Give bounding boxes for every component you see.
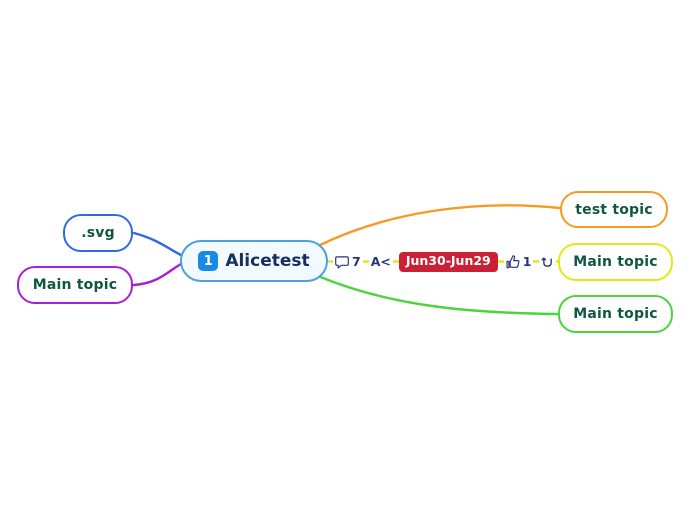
u-turn-icon <box>542 256 553 267</box>
branch-main-topic-left <box>132 262 183 287</box>
topic-svg[interactable]: .svg <box>63 214 133 252</box>
speech-bubble-icon <box>335 255 349 269</box>
branch-svg-topic <box>132 231 183 257</box>
uturn-marker[interactable] <box>539 254 557 270</box>
branch-main-topic-bottom <box>316 274 560 316</box>
comment-marker[interactable]: 7 <box>333 253 363 270</box>
text-format-marker[interactable]: A< <box>368 253 393 270</box>
thumbs-up-icon <box>506 255 520 269</box>
central-topic-label: Alicetest <box>225 251 310 271</box>
topic-label: Main topic <box>573 306 658 322</box>
topic-label: Main topic <box>573 254 658 270</box>
topic-main-bottom[interactable]: Main topic <box>558 295 673 333</box>
branch-test-topic <box>316 204 562 248</box>
priority-badge[interactable]: 1 <box>198 251 219 271</box>
topic-marker-row: 7 A< Jun30-Jun29 1 <box>333 250 557 274</box>
topic-test-right[interactable]: test topic <box>560 191 668 228</box>
topic-main-left[interactable]: Main topic <box>17 266 133 304</box>
topic-label: Main topic <box>32 277 118 293</box>
like-marker[interactable]: 1 <box>503 253 534 270</box>
topic-label: test topic <box>575 201 653 218</box>
topic-main-mid[interactable]: Main topic <box>558 243 673 281</box>
date-range-badge[interactable]: Jun30-Jun29 <box>398 252 498 272</box>
topic-label: .svg <box>81 225 115 241</box>
comment-count: 7 <box>352 253 361 269</box>
central-topic[interactable]: 1 Alicetest <box>180 240 328 282</box>
like-count: 1 <box>522 253 532 269</box>
